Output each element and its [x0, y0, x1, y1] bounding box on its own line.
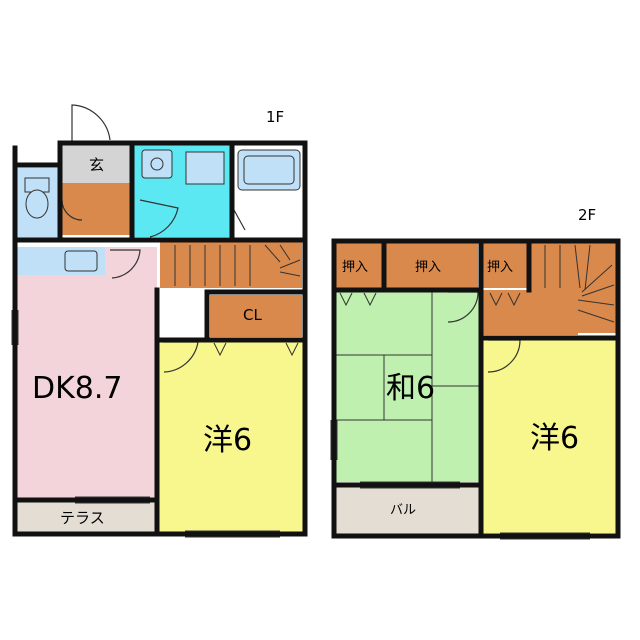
- floor-label-1f: 1F: [266, 108, 284, 126]
- washroom-door-swing: [139, 199, 179, 238]
- windows-2f: [330, 420, 590, 540]
- washbasin: [141, 149, 173, 179]
- western-2f-floor: [483, 337, 616, 533]
- first-floor: 1F 玄 DK8.7 洋6 CL テラス: [11, 104, 308, 538]
- dk-label: DK8.7: [32, 371, 122, 406]
- hall-2f: [483, 290, 578, 335]
- toilet-seat: [25, 189, 49, 219]
- closet-label: CL: [243, 306, 262, 324]
- western-2f-door-swing: [487, 339, 521, 373]
- tatami-lines: [336, 290, 481, 482]
- dk-door-swing: [110, 249, 141, 279]
- closet-jp-main-label: 押入: [415, 260, 441, 275]
- western-2f-label: 洋6: [530, 421, 579, 456]
- western-door-swing: [162, 341, 199, 373]
- entrance-label: 玄: [89, 156, 104, 174]
- stair-1f: [160, 242, 302, 288]
- stair-treads-1f: [174, 244, 301, 286]
- balcony-label: バル: [390, 503, 416, 518]
- japanese-label: 和6: [386, 371, 435, 406]
- floor-label-2f: 2F: [578, 206, 596, 224]
- japanese-door-swing: [447, 291, 479, 323]
- walls-1f: [12, 140, 308, 537]
- bath-door: [233, 209, 246, 231]
- entrance-floor: [62, 145, 132, 183]
- windows-1f: [11, 310, 280, 538]
- walls-2f: [331, 238, 621, 539]
- closet-jp-left-label: 押入: [342, 260, 368, 275]
- sink-1f: [64, 250, 98, 272]
- hall-floor: [62, 183, 142, 235]
- washing-machine: [185, 151, 225, 185]
- front-door-swing: [71, 104, 111, 145]
- closet-1f: [210, 295, 302, 337]
- balcony-floor: [336, 486, 481, 534]
- bathtub-inner: [243, 155, 295, 185]
- terrace-label: テラス: [60, 509, 105, 527]
- closet-2f-main: [386, 243, 478, 288]
- western-1f-floor: [157, 340, 303, 532]
- western-1f-label: 洋6: [203, 423, 252, 458]
- terrace-floor: [17, 502, 155, 532]
- dk-floor: [17, 275, 157, 500]
- closet-2f-right-label: 押入: [487, 260, 513, 275]
- closet-door-marks: [213, 342, 299, 357]
- closet-2f-right: [483, 243, 529, 288]
- second-floor: 2F 押入 押入 押入 和6 バル 洋6: [330, 206, 621, 540]
- closet-door-marks-2f: [339, 292, 521, 307]
- closet-2f-left: [336, 243, 384, 288]
- stair-treads-2f: [544, 244, 615, 323]
- washbasin-drain: [150, 157, 164, 171]
